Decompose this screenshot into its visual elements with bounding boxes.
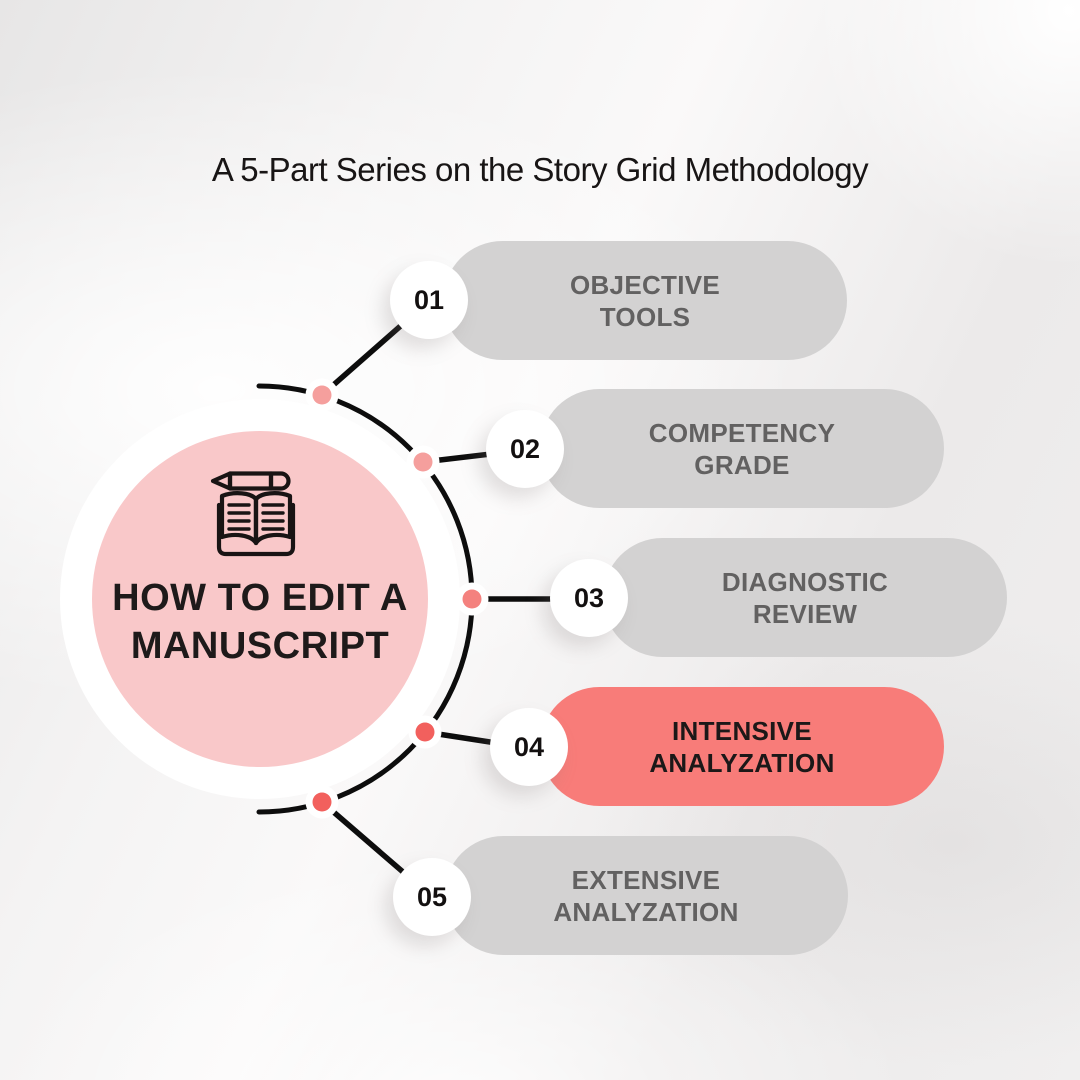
step-number: 01: [413, 284, 445, 315]
book-pencil-icon: [210, 471, 296, 557]
orbit-dot-4: [408, 715, 442, 749]
orbit-dot-core-3: [462, 589, 482, 609]
orbit-dot-core-1: [312, 385, 332, 405]
step-pill-competency-grade: COMPETENCY GRADE: [540, 389, 944, 508]
center-heading: HOW TO EDIT A MANUSCRIPT: [30, 574, 490, 670]
step-label-line1: INTENSIVE: [672, 715, 812, 746]
page-title: A 5-Part Series on the Story Grid Method…: [211, 151, 869, 188]
center-heading-line2: MANUSCRIPT: [130, 625, 390, 667]
step-number: 03: [573, 582, 605, 613]
step-pill-intensive-analyzation: INTENSIVE ANALYZATION: [540, 687, 944, 806]
pencil-body: [227, 471, 274, 491]
step-number-badge-2: 02: [486, 410, 564, 488]
center-heading-line1: HOW TO EDIT A: [112, 577, 408, 619]
step-number: 05: [416, 881, 448, 912]
book-text-lines-right: [261, 503, 285, 531]
orbit-dot-core-4: [415, 722, 435, 742]
step-number-badge-4: 04: [490, 708, 568, 786]
orbit-dot-core-2: [413, 452, 433, 472]
book-page-right: [253, 491, 293, 546]
book-page-left: [219, 491, 259, 546]
step-label-line2: ANALYZATION: [553, 896, 739, 927]
step-pill-diagnostic-review: DIAGNOSTIC REVIEW: [603, 538, 1007, 657]
orbit-dot-core-5: [312, 792, 332, 812]
book-text-lines-left: [227, 503, 251, 531]
step-label-line2: ANALYZATION: [649, 747, 835, 778]
pencil-tip: [210, 471, 233, 491]
orbit-dot-1: [305, 378, 339, 412]
step-label-line1: OBJECTIVE: [569, 269, 721, 300]
step-label-line2: TOOLS: [599, 301, 691, 332]
orbit-dot-5: [305, 785, 339, 819]
step-pill-objective-tools: OBJECTIVE TOOLS: [443, 241, 847, 360]
step-label-line1: DIAGNOSTIC: [721, 566, 889, 597]
step-number-badge-3: 03: [550, 559, 628, 637]
step-label-line2: GRADE: [694, 449, 790, 480]
step-number-badge-5: 05: [393, 858, 471, 936]
orbit-dot-2: [406, 445, 440, 479]
step-pill-extensive-analyzation: EXTENSIVE ANALYZATION: [444, 836, 848, 955]
step-label-line1: COMPETENCY: [648, 417, 836, 448]
orbit-dot-3: [455, 582, 489, 616]
book-cover: [216, 502, 296, 557]
step-label-line2: REVIEW: [752, 598, 858, 629]
step-label-line1: EXTENSIVE: [571, 864, 721, 895]
center-circle: [92, 431, 428, 767]
step-number: 04: [513, 731, 545, 762]
step-number-badge-1: 01: [390, 261, 468, 339]
step-number: 02: [509, 433, 541, 464]
pencil-eraser: [268, 471, 291, 491]
